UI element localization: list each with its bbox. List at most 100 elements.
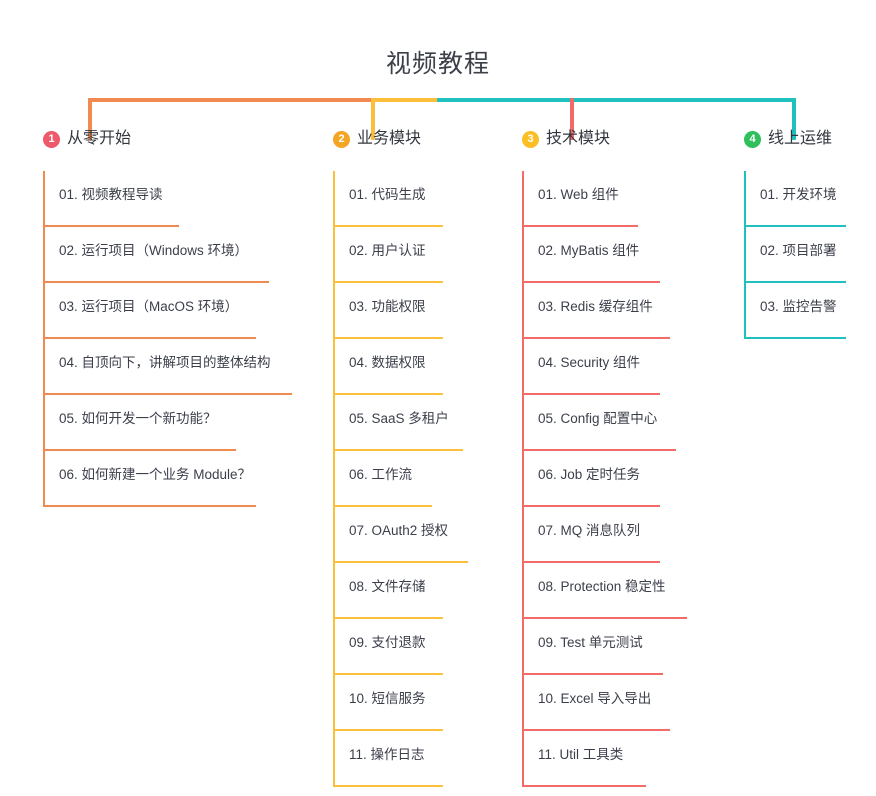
list-item-underline (45, 393, 292, 395)
list-item[interactable]: 03. 运行项目（MacOS 环境） (43, 283, 271, 339)
list-item[interactable]: 09. 支付退款 (333, 619, 449, 675)
list-item[interactable]: 06. 工作流 (333, 451, 449, 507)
drop-column4 (792, 98, 796, 140)
list-item[interactable]: 02. 用户认证 (333, 227, 449, 283)
list-item[interactable]: 01. 开发环境 (744, 171, 846, 227)
page-title: 视频教程 (385, 50, 490, 78)
list-item-label: 10. Excel 导入导出 (538, 691, 652, 706)
list-item-label: 05. SaaS 多租户 (349, 411, 449, 426)
segment-yellow (372, 98, 438, 102)
list-item-underline (45, 281, 269, 283)
list-item[interactable]: 07. MQ 消息队列 (522, 507, 666, 563)
list-item-underline (335, 617, 443, 619)
list-item-label: 07. MQ 消息队列 (538, 523, 641, 538)
list-item[interactable]: 02. 运行项目（Windows 环境） (43, 227, 271, 283)
list-item[interactable]: 04. 自顶向下，讲解项目的整体结构 (43, 339, 292, 395)
list-item-label: 04. Security 组件 (538, 355, 641, 370)
list-item[interactable]: 02. 项目部署 (744, 227, 846, 283)
column-badge-3: 3 (522, 130, 539, 148)
list-item[interactable]: 03. Redis 缓存组件 (522, 283, 670, 339)
list-item-label: 02. MyBatis 组件 (538, 243, 640, 258)
list-item-underline (524, 337, 670, 339)
list-item[interactable]: 08. 文件存储 (333, 563, 449, 619)
list-item-underline (335, 785, 443, 787)
list-item-label: 07. OAuth2 授权 (349, 523, 449, 538)
list-item[interactable]: 09. Test 单元测试 (522, 619, 666, 675)
segment-orange (88, 98, 373, 102)
list-item-label: 04. 数据权限 (349, 355, 426, 370)
list-item[interactable]: 07. OAuth2 授权 (333, 507, 468, 563)
list-item-underline (45, 337, 256, 339)
column-header-4[interactable]: 4 线上运维 (744, 126, 837, 152)
list-item[interactable]: 10. Excel 导入导出 (522, 675, 670, 731)
list-item[interactable]: 06. Job 定时任务 (522, 451, 666, 507)
list-item-underline (524, 729, 670, 731)
list-item[interactable]: 10. 短信服务 (333, 675, 449, 731)
list-item-label: 05. 如何开发一个新功能？ (59, 411, 217, 426)
list-item-label: 02. 项目部署 (760, 243, 837, 258)
list-item-underline (335, 449, 463, 451)
list-item-label: 09. 支付退款 (349, 635, 426, 650)
connector-bar (0, 90, 876, 142)
list-item-underline (335, 505, 432, 507)
list-item-underline (335, 393, 443, 395)
list-item-label: 03. 监控告警 (760, 299, 837, 314)
list-item-underline (746, 337, 846, 339)
column-title-4: 线上运维 (768, 130, 833, 147)
list-item-label: 01. Web 组件 (538, 187, 619, 202)
column-items-1: 01. 视频教程导读 02. 运行项目（Windows 环境） 03. 运行项目（M… (43, 171, 292, 507)
column-title-2: 业务模块 (357, 130, 422, 147)
list-item[interactable]: 11. Util 工具类 (522, 731, 666, 787)
column-items-3: 01. Web 组件 02. MyBatis 组件 03. Redis 缓存组件 04… (522, 171, 687, 787)
list-item-underline (335, 673, 443, 675)
list-item-label: 08. Protection 稳定性 (538, 579, 666, 594)
list-item[interactable]: 05. 如何开发一个新功能？ (43, 395, 271, 451)
list-item[interactable]: 03. 监控告警 (744, 283, 846, 339)
list-item-label: 05. Config 配置中心 (538, 411, 658, 426)
list-item[interactable]: 01. Web 组件 (522, 171, 666, 227)
list-item-underline (524, 281, 660, 283)
list-item-underline (45, 449, 236, 451)
list-item-label: 02. 运行项目（Windows 环境） (59, 243, 249, 258)
column-badge-4: 4 (744, 130, 761, 148)
list-item-label: 11. 操作日志 (349, 747, 425, 762)
list-item-underline (524, 449, 676, 451)
list-item-underline (335, 337, 443, 339)
list-item-label: 01. 开发环境 (760, 187, 837, 202)
list-item-label: 06. 工作流 (349, 467, 413, 482)
list-item-underline (524, 561, 660, 563)
list-item[interactable]: 03. 功能权限 (333, 283, 449, 339)
list-item-label: 11. Util 工具类 (538, 747, 624, 762)
list-item-label: 09. Test 单元测试 (538, 635, 643, 650)
column-4: 4 线上运维 01. 开发环境 02. 项目部署 03. 监控告警 (744, 126, 846, 339)
list-item[interactable]: 01. 视频教程导读 (43, 171, 271, 227)
list-item-underline (45, 505, 256, 507)
column-badge-1: 1 (43, 130, 60, 148)
list-item-underline (524, 393, 660, 395)
drop-column3 (570, 98, 574, 140)
list-item-label: 04. 自顶向下，讲解项目的整体结构 (59, 355, 271, 370)
list-item[interactable]: 05. Config 配置中心 (522, 395, 676, 451)
list-item[interactable]: 06. 如何新建一个业务 Module？ (43, 451, 271, 507)
list-item[interactable]: 08. Protection 稳定性 (522, 563, 687, 619)
drop-column2 (371, 98, 375, 140)
column-title-3: 技术模块 (546, 130, 611, 147)
list-item[interactable]: 11. 操作日志 (333, 731, 449, 787)
list-item[interactable]: 04. 数据权限 (333, 339, 449, 395)
list-item-underline (746, 281, 846, 283)
column-header-3[interactable]: 3 技术模块 (522, 126, 666, 152)
list-item[interactable]: 05. SaaS 多租户 (333, 395, 463, 451)
list-item-label: 08. 文件存储 (349, 579, 426, 594)
segment-teal (437, 98, 796, 102)
list-item[interactable]: 01. 代码生成 (333, 171, 449, 227)
list-item[interactable]: 04. Security 组件 (522, 339, 666, 395)
list-item-underline (335, 225, 443, 227)
list-item[interactable]: 02. MyBatis 组件 (522, 227, 666, 283)
list-item-underline (746, 225, 846, 227)
list-item-underline (524, 785, 646, 787)
